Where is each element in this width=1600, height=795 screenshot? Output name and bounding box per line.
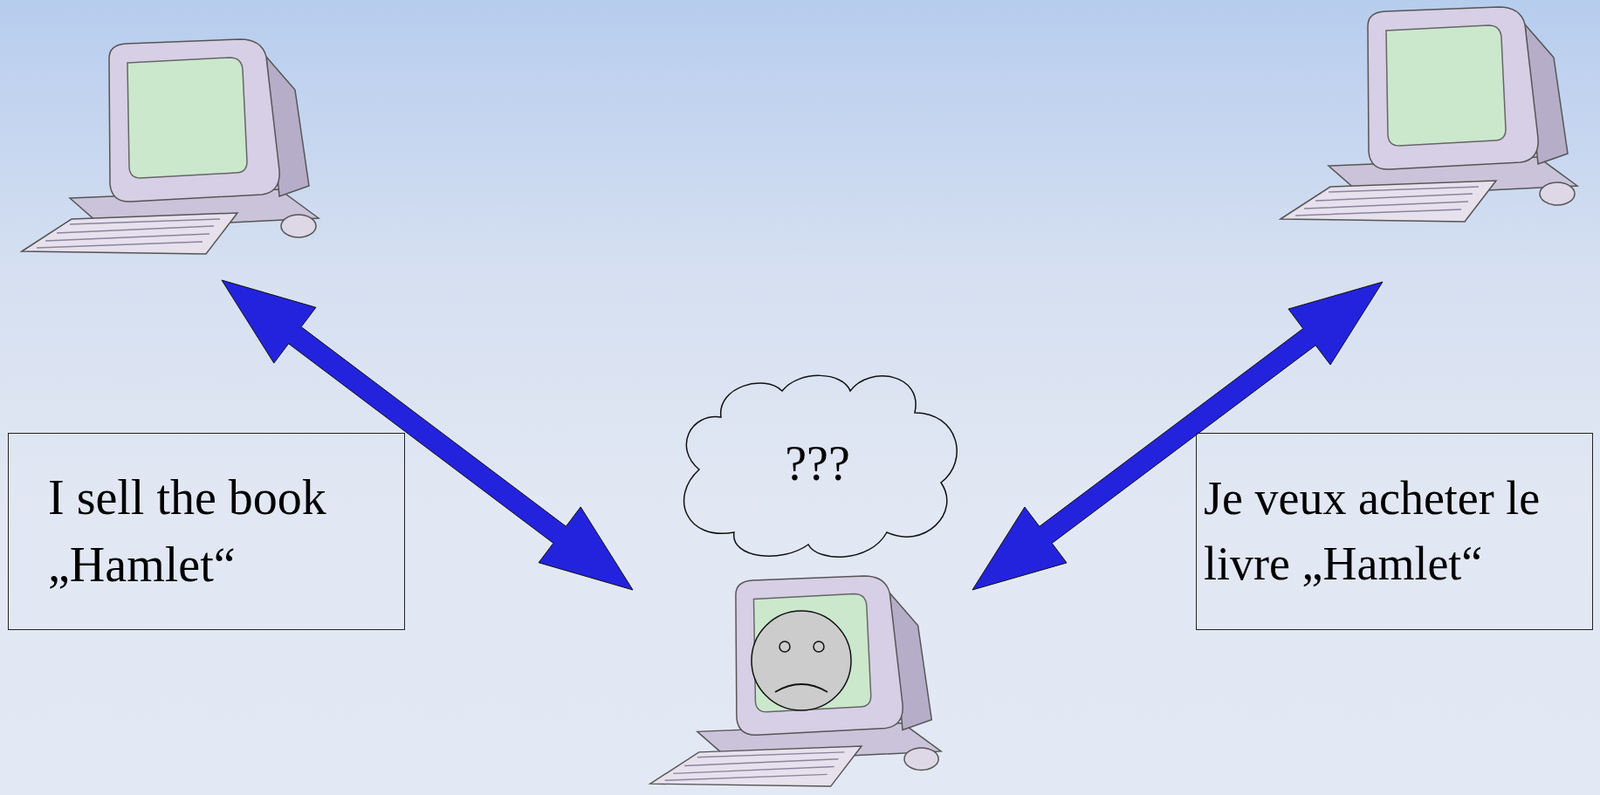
thought-cloud: ???	[668, 364, 967, 564]
computer-icon	[650, 576, 941, 787]
computer-icon	[21, 39, 319, 255]
message-box: Je veux acheter le livre „Hamlet“	[1195, 432, 1594, 631]
message-text: I sell the book „Hamlet“	[48, 464, 399, 600]
message-box: I sell the book „Hamlet“	[7, 432, 406, 631]
thought-text: ???	[668, 430, 967, 498]
sad-face	[751, 611, 852, 711]
double-arrow	[221, 280, 633, 591]
message-text: Je veux acheter le livre „Hamlet“	[1203, 466, 1589, 597]
computer-icon	[1280, 6, 1578, 222]
